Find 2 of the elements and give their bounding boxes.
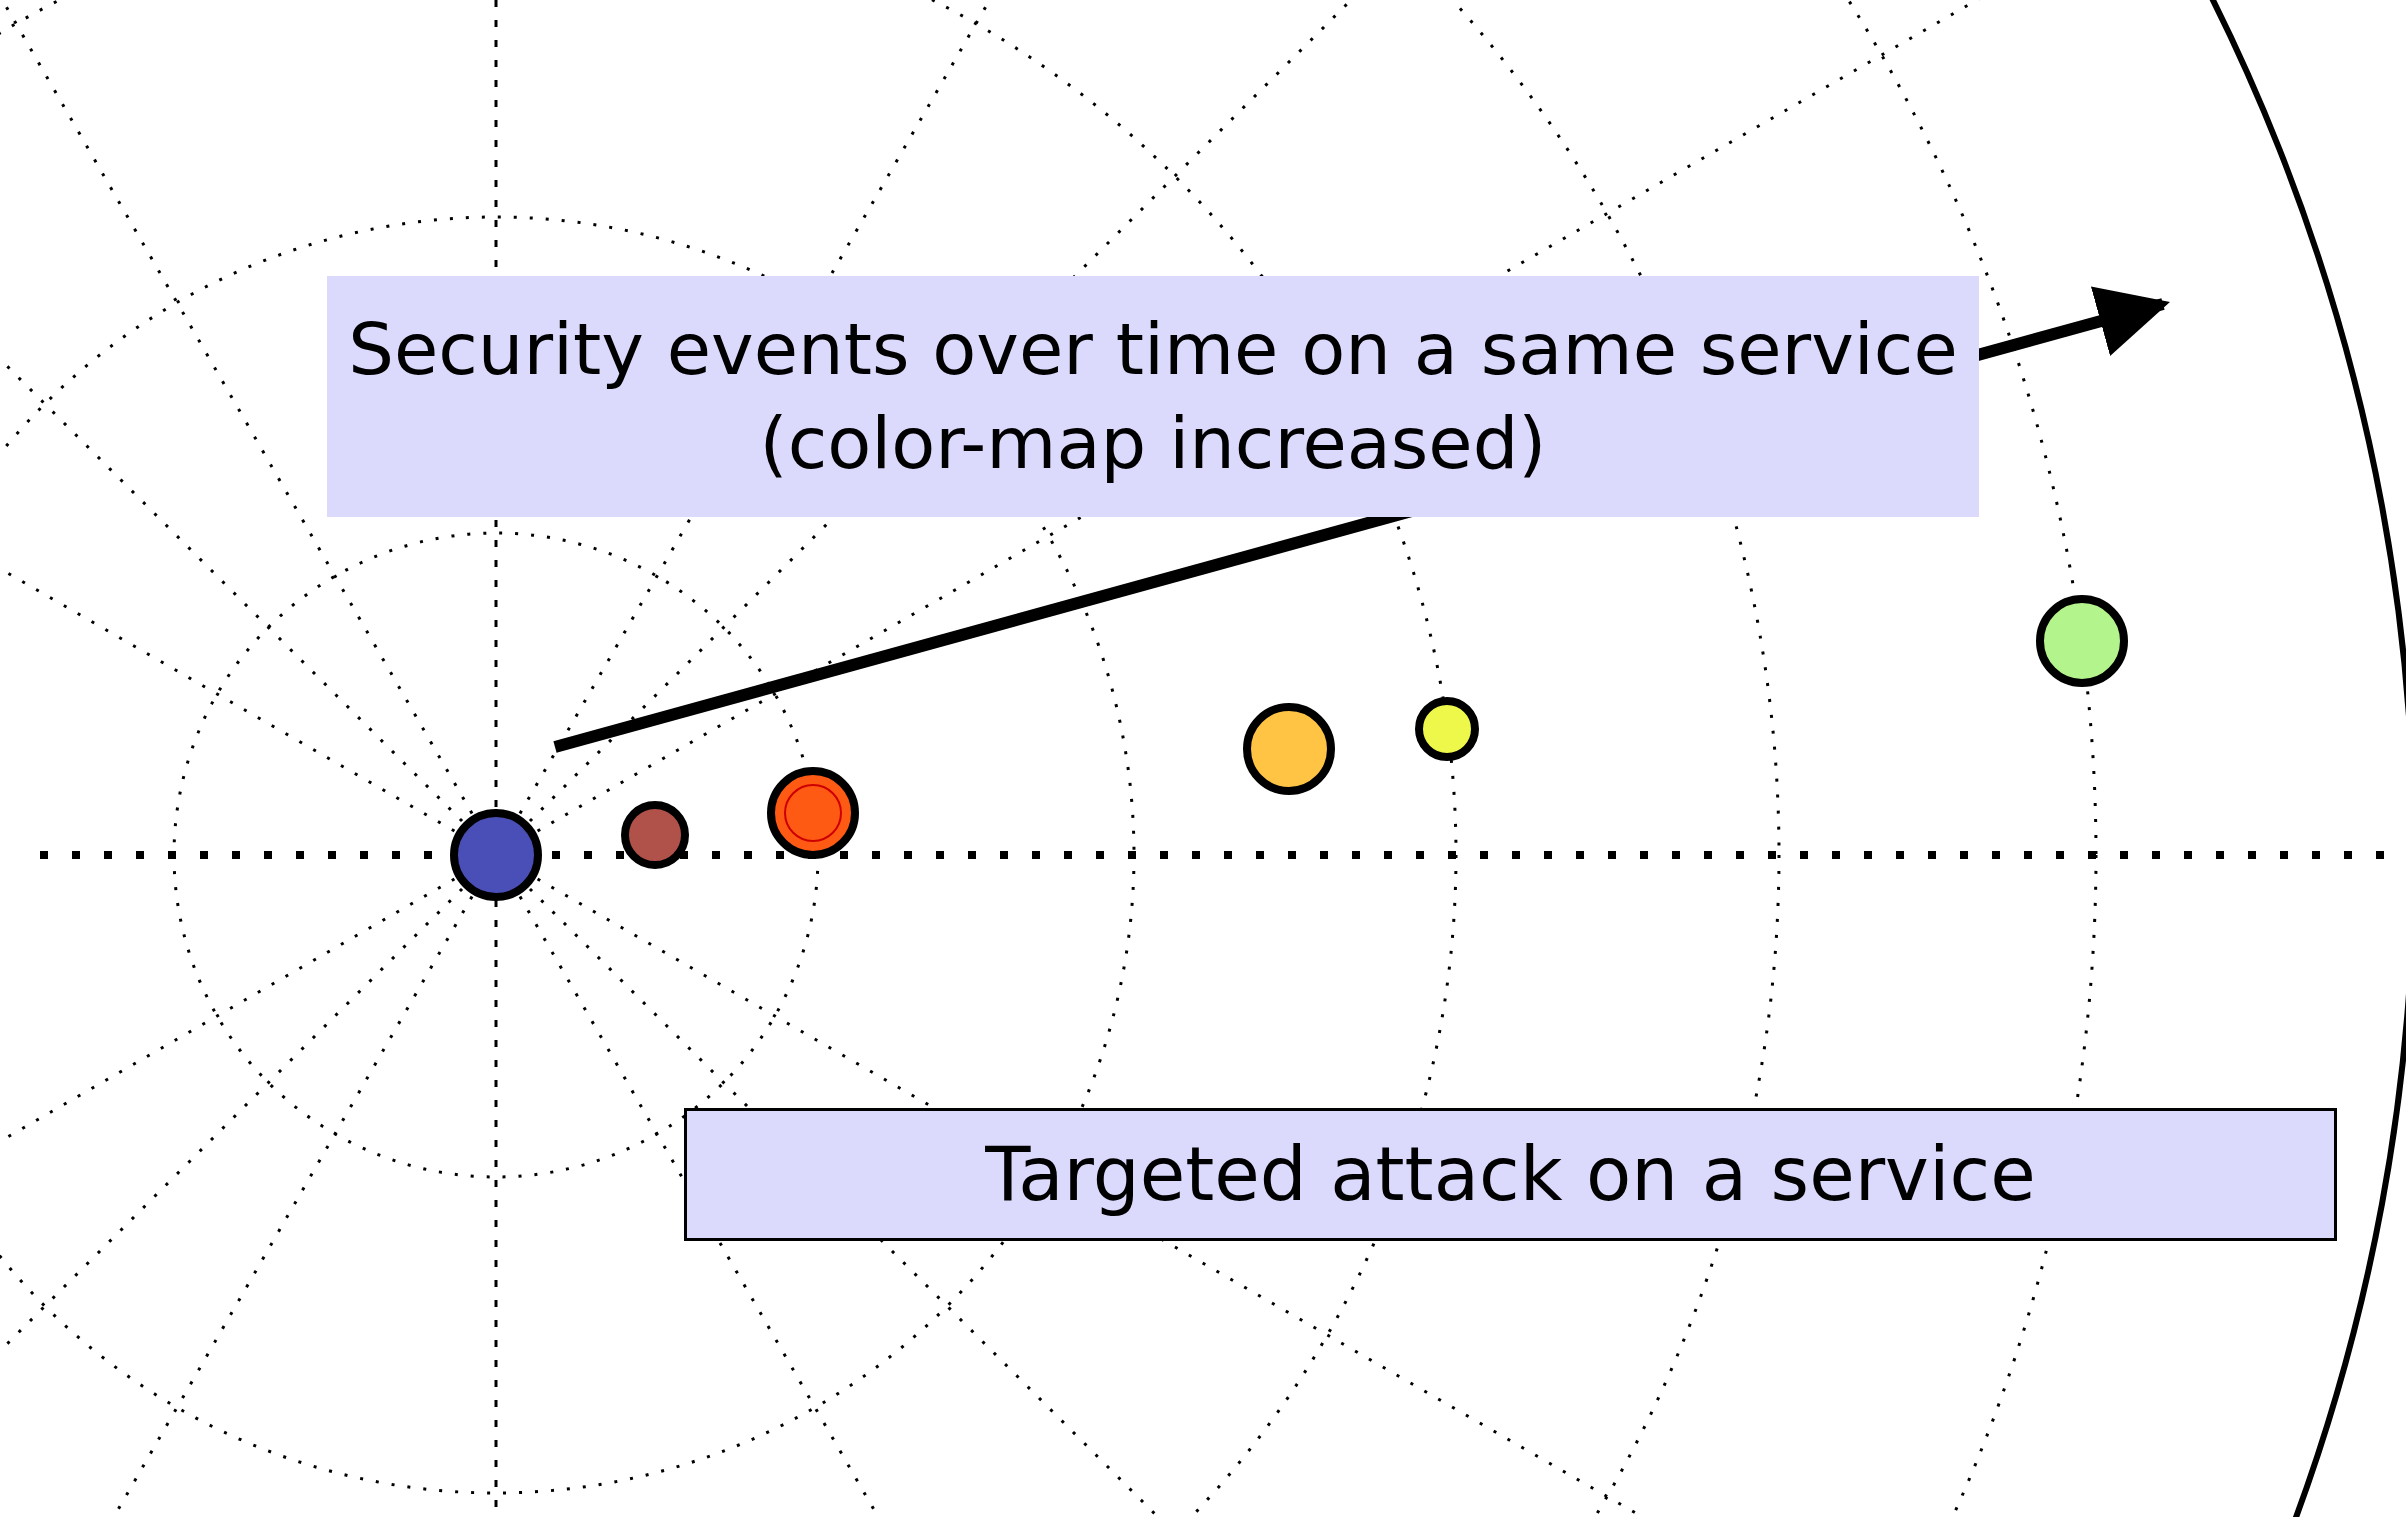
text-box: Security events over time on a same service (color-map increased) xyxy=(327,276,1979,517)
text-box: Targeted attack on a service xyxy=(684,1108,2337,1241)
